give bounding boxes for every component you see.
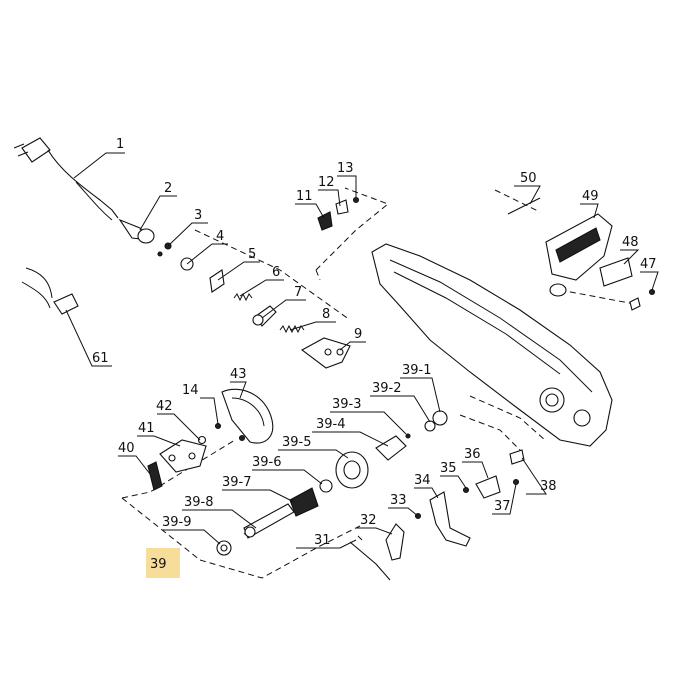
part-39-gear-assembly	[216, 410, 448, 556]
part-43-guard	[221, 388, 274, 444]
callout-4: 4	[216, 229, 224, 244]
part-1-power-cord	[13, 137, 119, 221]
callout-5: 5	[248, 247, 256, 262]
callout-47: 47	[640, 257, 657, 272]
part-6-spring	[233, 292, 253, 302]
callout-39-3: 39-3	[332, 397, 362, 412]
callout-39-5: 39-5	[282, 435, 312, 450]
callout-39-9: 39-9	[162, 515, 192, 530]
callout-40: 40	[118, 441, 135, 456]
assembly-outlines	[121, 187, 641, 579]
callout-12: 12	[318, 175, 335, 190]
callout-3: 3	[194, 208, 202, 223]
part-32-lever	[385, 523, 405, 561]
callout-34: 34	[414, 473, 431, 488]
main-housing	[371, 243, 613, 447]
callout-14: 14	[182, 383, 199, 398]
callout-61: 61	[92, 351, 109, 366]
part-50-pin	[507, 197, 541, 215]
callout-31: 31	[314, 533, 331, 548]
part-35-36-parts	[462, 475, 501, 499]
callout-37: 37	[494, 499, 511, 514]
part-9-lever	[300, 337, 351, 369]
part-49-cover	[545, 213, 613, 297]
callout-50: 50	[520, 171, 537, 186]
part-5-switch	[209, 269, 225, 293]
callout-43: 43	[230, 367, 247, 382]
callout-labels: 1 2 3 4 5 6 7 8 9 11 12 13 14 31 32 33 3…	[92, 137, 657, 572]
callout-42: 42	[156, 399, 173, 414]
callout-33: 33	[390, 493, 407, 508]
callout-9: 9	[354, 327, 362, 342]
part-11-13-latch	[317, 196, 360, 231]
callout-11: 11	[296, 189, 313, 204]
part-48-plate	[599, 257, 633, 287]
callout-39-2: 39-2	[372, 381, 402, 396]
callout-39-7: 39-7	[222, 475, 252, 490]
part-47-screw	[629, 288, 656, 311]
callout-2: 2	[164, 181, 172, 196]
part-40-clip	[147, 461, 163, 491]
callout-8: 8	[322, 307, 330, 322]
callout-13: 13	[337, 161, 354, 176]
part-42-washer	[197, 435, 207, 445]
part-61-wire	[21, 267, 79, 315]
callout-39-8: 39-8	[184, 495, 214, 510]
leader-lines	[65, 152, 659, 549]
callout-41: 41	[138, 421, 155, 436]
callout-48: 48	[622, 235, 639, 250]
callout-32: 32	[360, 513, 377, 528]
callout-35: 35	[440, 461, 457, 476]
part-41-bracket	[159, 439, 207, 473]
callout-7: 7	[294, 285, 302, 300]
callout-39-4: 39-4	[316, 417, 346, 432]
callout-49: 49	[582, 189, 599, 204]
highlight-39	[146, 548, 180, 578]
part-8-spring	[279, 324, 305, 334]
part-2-cord-sleeve	[118, 218, 155, 244]
callout-39-6: 39-6	[252, 455, 282, 470]
callout-38: 38	[540, 479, 557, 494]
callout-39-1: 39-1	[402, 363, 432, 378]
part-31-shaft	[349, 535, 391, 581]
part-34-handle	[429, 491, 471, 547]
callout-6: 6	[272, 265, 280, 280]
callout-36: 36	[464, 447, 481, 462]
part-37-38-parts	[509, 449, 525, 486]
callout-1: 1	[116, 137, 124, 152]
callout-39: 39	[150, 557, 167, 572]
